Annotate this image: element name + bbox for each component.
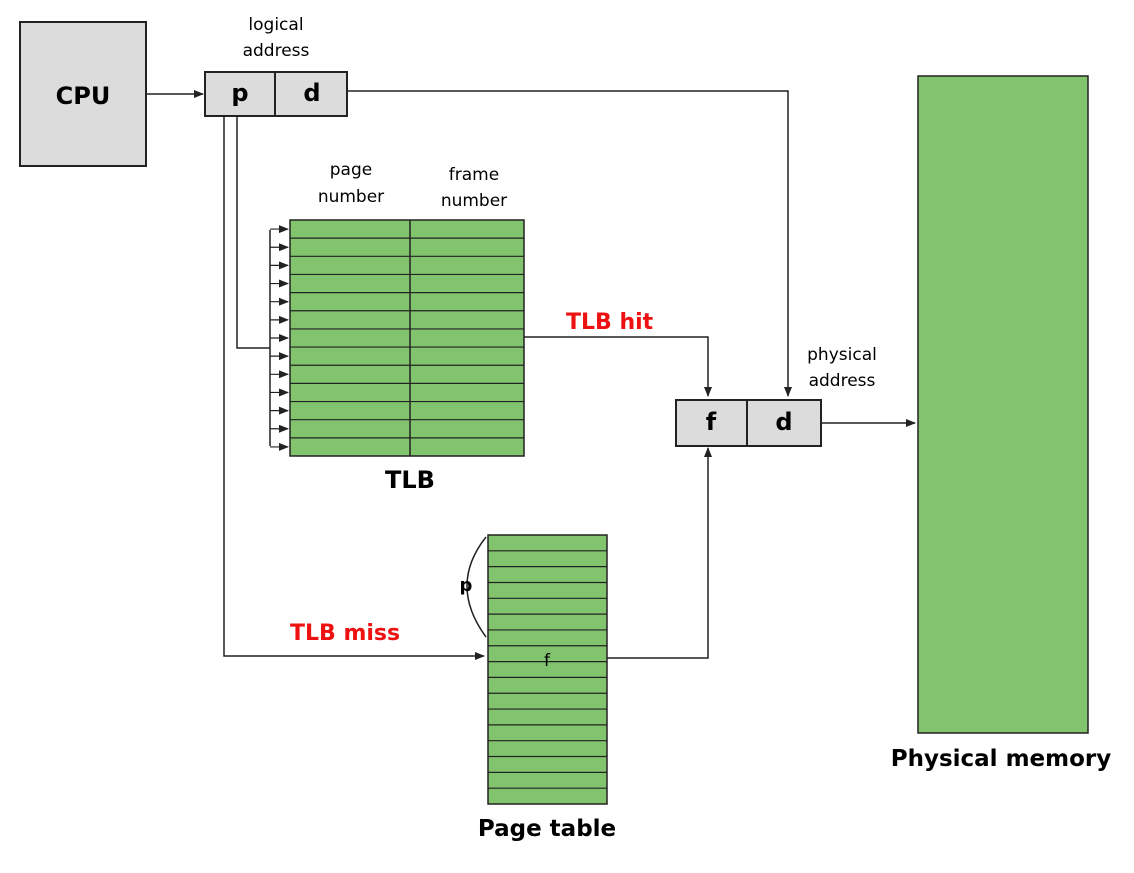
tlb-hit-arrow bbox=[524, 336, 712, 397]
logical-d: d bbox=[303, 79, 320, 107]
cpu-label: CPU bbox=[56, 82, 111, 110]
page-table-p-label: p bbox=[460, 575, 473, 596]
logical-address-caption-1: logical bbox=[248, 15, 303, 35]
page-table-label: Page table bbox=[478, 816, 616, 842]
page-table-f: f bbox=[544, 651, 551, 671]
physical-address-caption-2: address bbox=[809, 371, 876, 391]
p-to-tlb-line bbox=[236, 116, 270, 349]
tlb-header-frame-2: number bbox=[441, 191, 507, 211]
page-table: f bbox=[487, 534, 608, 805]
physical-d: d bbox=[775, 408, 792, 436]
physical-memory-block bbox=[917, 75, 1089, 734]
logical-address-caption-2: address bbox=[243, 41, 310, 61]
physical-f: f bbox=[706, 408, 717, 436]
physical-address-box: f d bbox=[675, 399, 822, 447]
logical-p: p bbox=[231, 79, 248, 107]
tlb-label: TLB bbox=[385, 466, 435, 494]
physical-memory-label: Physical memory bbox=[891, 746, 1112, 772]
physical-address-caption-1: physical bbox=[807, 345, 877, 365]
page-table-p-brace bbox=[466, 536, 487, 638]
tlb-miss-label: TLB miss bbox=[290, 621, 400, 646]
tlb-search-arrows bbox=[270, 225, 289, 451]
tlb-header-frame-1: frame bbox=[449, 165, 499, 185]
page-table-to-frame-arrow bbox=[607, 447, 712, 659]
tlb-header-page-1: page bbox=[330, 160, 372, 180]
tlb-miss-arrow bbox=[223, 116, 485, 660]
logical-address-box: p d bbox=[204, 71, 348, 117]
offset-arrow bbox=[347, 90, 792, 397]
tlb-header-page-2: number bbox=[318, 187, 384, 207]
tlb-hit-label: TLB hit bbox=[566, 310, 654, 335]
cpu-box: CPU bbox=[19, 21, 147, 167]
tlb-table bbox=[289, 219, 525, 457]
